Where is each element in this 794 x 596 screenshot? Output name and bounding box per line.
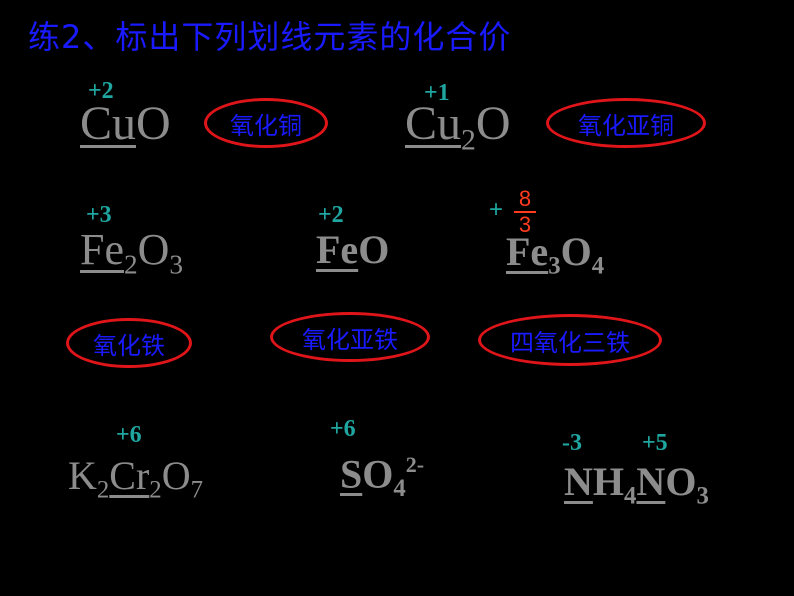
formula-fe2o3: Fe2O3 [80, 225, 184, 280]
name-feo: 氧化亚铁 [270, 312, 430, 362]
valence-nh4-n: -3 [562, 430, 582, 456]
formula-feo: FeO [316, 227, 390, 272]
valence-k2cr2o7: +6 [116, 422, 142, 448]
valence-fe2o3: +3 [86, 202, 112, 228]
slide-title: 练2、标出下列划线元素的化合价 [28, 18, 512, 56]
valence-so4: +6 [330, 416, 356, 442]
name-fe2o3: 氧化铁 [66, 318, 192, 368]
underlined-element: Cu [80, 97, 137, 150]
name-fe3o4: 四氧化三铁 [478, 314, 662, 366]
valence-cu2o: +1 [424, 80, 450, 106]
valence-sign-fe3o4: + [489, 196, 504, 223]
formula-so4: SO42- [340, 451, 425, 503]
valence-no3-n: +5 [642, 430, 668, 456]
name-cu2o: 氧化亚铜 [546, 98, 706, 148]
formula-cu2o: Cu2O [405, 97, 511, 157]
formula-nh4no3: NH4NO3 [564, 459, 709, 510]
valence-cuo: +2 [88, 78, 114, 104]
formula-k2cr2o7: K2Cr2O7 [68, 453, 203, 504]
formula-cuo: CuO [80, 97, 171, 150]
formula-fe3o4: Fe3O4 [506, 229, 605, 280]
name-cuo: 氧化铜 [204, 98, 328, 148]
valence-feo: +2 [318, 202, 344, 228]
